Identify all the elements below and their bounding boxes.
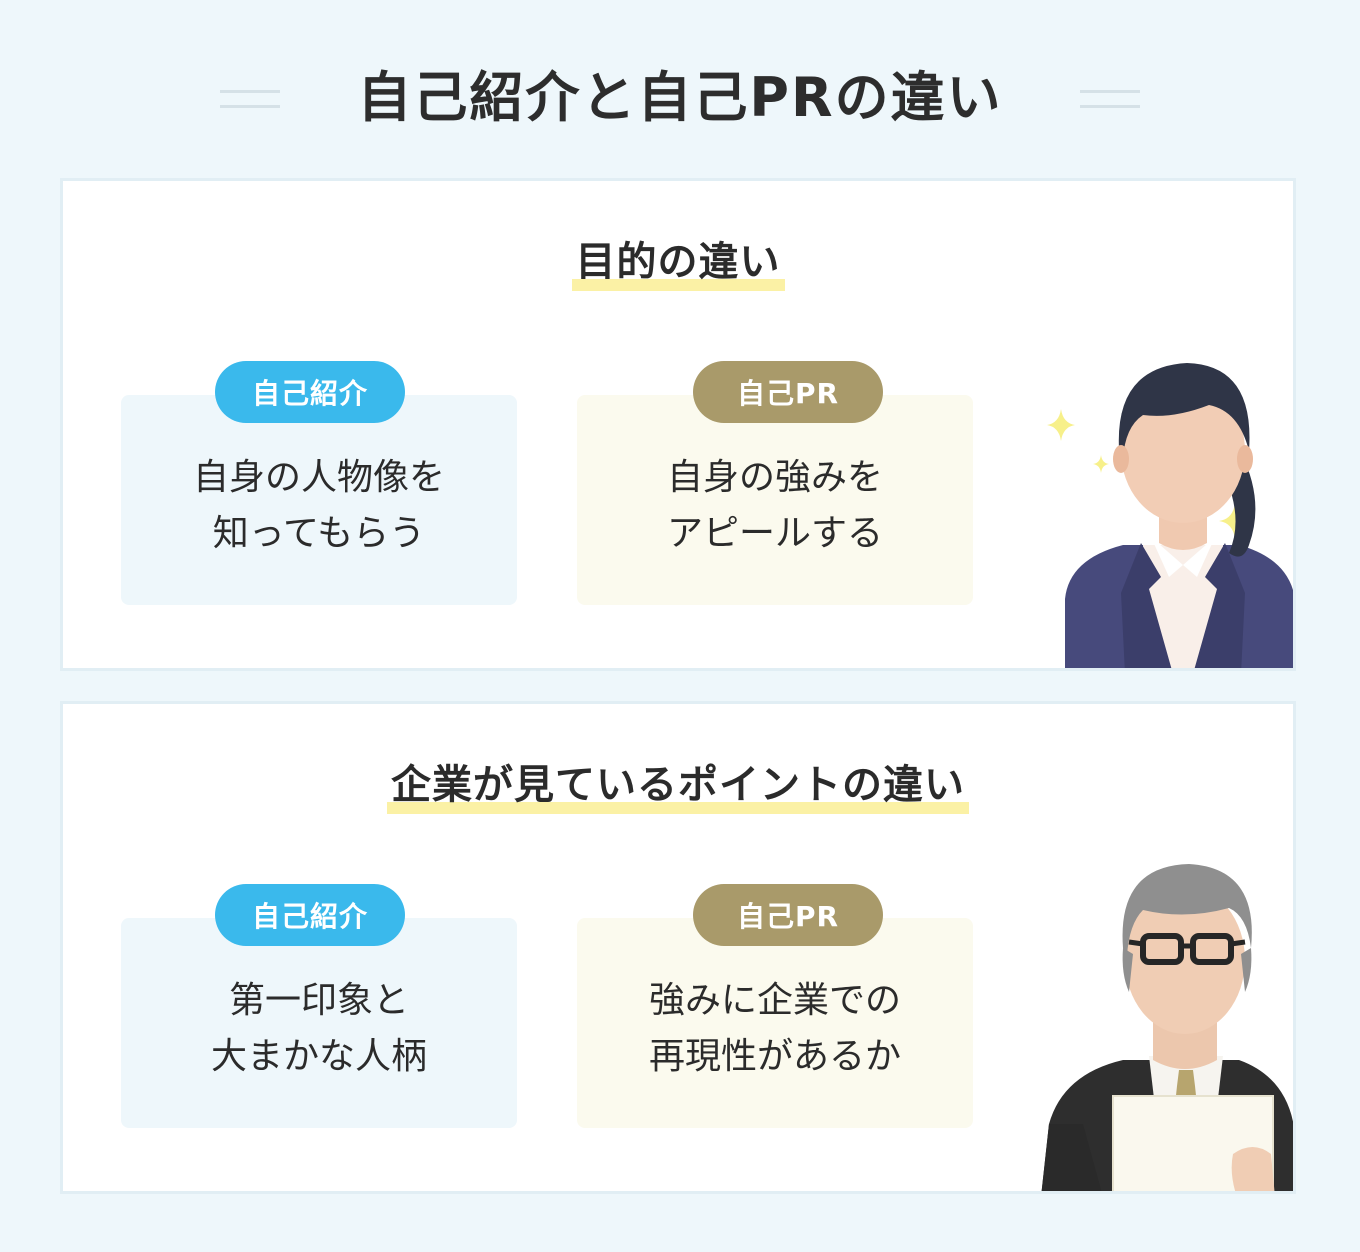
pr-card: 自身の強みを アピールする <box>577 395 973 605</box>
pr-badge: 自己PR <box>693 361 883 423</box>
pr-card-text: 自身の強みを アピールする <box>666 457 883 554</box>
title-row: 自己紹介と自己PRの違い <box>0 52 1360 132</box>
intro-card-text: 自身の人物像を 知ってもらう <box>192 457 445 554</box>
section-heading-text: 目的の違い <box>571 229 785 291</box>
senior-interviewer-illustration <box>1041 864 1293 1191</box>
section-heading: 企業が見ているポイントの違い <box>63 752 1293 814</box>
glasses-icon <box>1140 933 1184 965</box>
pr-badge: 自己PR <box>693 884 883 946</box>
pr-card: 強みに企業での 再現性があるか <box>577 918 973 1128</box>
intro-card: 第一印象と 大まかな人柄 <box>121 918 517 1128</box>
intro-badge: 自己紹介 <box>215 884 405 946</box>
sparkle-icon <box>1093 455 1109 473</box>
title-decoration-right <box>1080 90 1140 108</box>
sparkle-icon <box>1219 503 1251 539</box>
pr-card-text: 強みに企業での 再現性があるか <box>648 980 901 1077</box>
young-woman-illustration <box>1047 363 1293 668</box>
intro-card-text: 第一印象と 大まかな人柄 <box>210 980 427 1077</box>
sparkle-icon <box>1047 409 1075 441</box>
intro-badge: 自己紹介 <box>215 361 405 423</box>
section-heading: 目的の違い <box>63 229 1293 291</box>
section-heading-text: 企業が見ているポイントの違い <box>387 752 969 814</box>
section-purpose: 目的の違い 自身の人物像を 知ってもらう 自己紹介 自身の強みを アピールする … <box>60 178 1296 671</box>
page-title: 自己紹介と自己PRの違い <box>357 65 1003 129</box>
section-company-viewpoint: 企業が見ているポイントの違い 第一印象と 大まかな人柄 自己紹介 強みに企業での… <box>60 701 1296 1194</box>
title-decoration-left <box>220 90 280 108</box>
intro-card: 自身の人物像を 知ってもらう <box>121 395 517 605</box>
